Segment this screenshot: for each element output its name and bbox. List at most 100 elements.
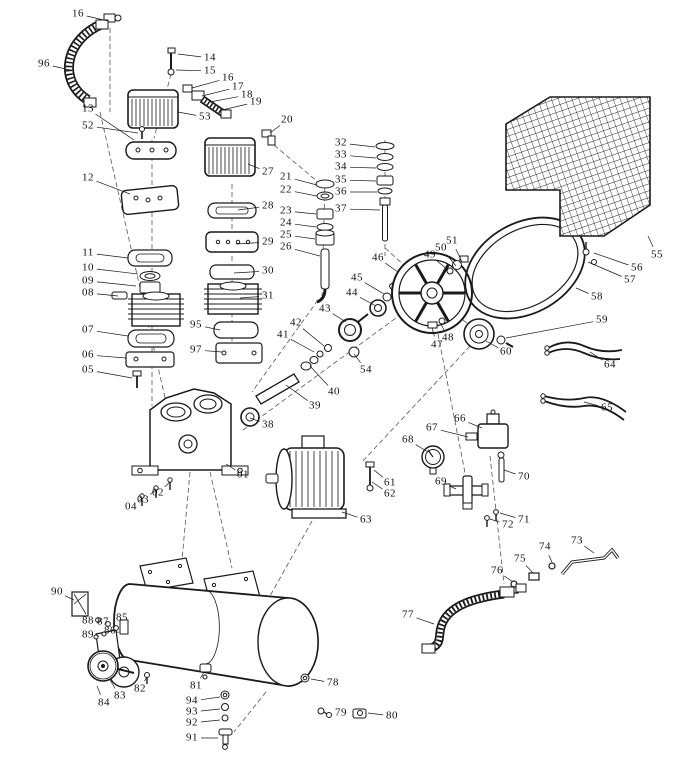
part-label-20: 20 bbox=[281, 113, 293, 126]
part-label-82: 82 bbox=[134, 682, 146, 695]
part-label-57: 57 bbox=[624, 273, 636, 286]
part-label-41: 41 bbox=[277, 328, 289, 341]
part-label-75: 75 bbox=[514, 552, 526, 565]
part-label-60: 60 bbox=[500, 345, 512, 358]
part-label-09: 09 bbox=[82, 274, 94, 287]
flywheel bbox=[391, 252, 473, 334]
part-label-28: 28 bbox=[262, 199, 274, 212]
part-label-76: 76 bbox=[491, 564, 503, 577]
part-label-29: 29 bbox=[262, 235, 274, 248]
part-label-42: 42 bbox=[290, 316, 302, 329]
part-label-45: 45 bbox=[351, 271, 363, 284]
part-label-12: 12 bbox=[82, 171, 94, 184]
part-label-94: 94 bbox=[186, 694, 198, 707]
part-label-22: 22 bbox=[280, 183, 292, 196]
part-label-24: 24 bbox=[280, 216, 292, 229]
part-label-37: 37 bbox=[335, 202, 347, 215]
part-label-05: 05 bbox=[82, 363, 94, 376]
part-label-54: 54 bbox=[360, 363, 372, 376]
part-label-40: 40 bbox=[328, 385, 340, 398]
electric-motor bbox=[265, 435, 375, 519]
part-label-53: 53 bbox=[199, 110, 211, 123]
part-label-23: 23 bbox=[280, 204, 292, 217]
air-filter-1 bbox=[127, 47, 179, 129]
part-label-18: 18 bbox=[241, 88, 253, 101]
part-label-13: 13 bbox=[82, 102, 94, 115]
part-label-72: 72 bbox=[502, 518, 514, 531]
part-label-34: 34 bbox=[335, 160, 347, 173]
part-label-03: 03 bbox=[137, 493, 149, 506]
part-label-92: 92 bbox=[186, 716, 198, 729]
part-label-52: 52 bbox=[82, 119, 94, 132]
part-label-78: 78 bbox=[327, 676, 339, 689]
part-label-71: 71 bbox=[518, 513, 530, 526]
part-label-31: 31 bbox=[262, 289, 274, 302]
part-label-15: 15 bbox=[204, 64, 216, 77]
part-label-65: 65 bbox=[601, 401, 613, 414]
part-label-51: 51 bbox=[446, 234, 458, 247]
bracket-hardware bbox=[71, 591, 129, 640]
cylinder-head-left-column bbox=[111, 126, 184, 388]
part-label-89: 89 bbox=[82, 628, 94, 641]
part-label-38: 38 bbox=[262, 418, 274, 431]
part-label-68: 68 bbox=[402, 433, 414, 446]
part-label-74: 74 bbox=[539, 540, 551, 553]
part-label-32: 32 bbox=[335, 136, 347, 149]
part-label-25: 25 bbox=[280, 228, 292, 241]
braided-hose-96 bbox=[64, 13, 122, 108]
crankshaft-assembly bbox=[240, 280, 404, 427]
part-label-80: 80 bbox=[386, 709, 398, 722]
part-label-62: 62 bbox=[384, 487, 396, 500]
part-label-79: 79 bbox=[335, 706, 347, 719]
part-label-56: 56 bbox=[631, 261, 643, 274]
air-filter-2 bbox=[204, 129, 276, 177]
part-label-17: 17 bbox=[232, 80, 244, 93]
motor-pulley bbox=[463, 318, 514, 350]
part-label-95: 95 bbox=[190, 318, 202, 331]
part-label-33: 33 bbox=[335, 148, 347, 161]
part-label-02: 02 bbox=[152, 486, 164, 499]
valve-stack-32-37 bbox=[375, 142, 395, 242]
part-label-55: 55 bbox=[651, 248, 663, 261]
part-label-48: 48 bbox=[442, 331, 454, 344]
part-label-16: 16 bbox=[72, 7, 84, 20]
part-label-14: 14 bbox=[204, 51, 216, 64]
belt-guard-mesh bbox=[505, 96, 651, 265]
part-label-91: 91 bbox=[186, 731, 198, 744]
part-label-67: 67 bbox=[426, 421, 438, 434]
part-label-27: 27 bbox=[262, 165, 274, 178]
part-label-58: 58 bbox=[591, 290, 603, 303]
part-label-01: 01 bbox=[237, 468, 249, 481]
part-label-39: 39 bbox=[309, 399, 321, 412]
part-label-35: 35 bbox=[335, 173, 347, 186]
part-label-08: 08 bbox=[82, 286, 94, 299]
part-label-07: 07 bbox=[82, 323, 94, 336]
part-label-61: 61 bbox=[384, 476, 396, 489]
crankcase bbox=[131, 388, 249, 476]
part-label-49: 49 bbox=[424, 248, 436, 261]
part-label-86: 86 bbox=[104, 624, 116, 637]
wiring-harness bbox=[540, 341, 627, 421]
part-label-87: 87 bbox=[97, 615, 109, 628]
part-label-59: 59 bbox=[596, 313, 608, 326]
part-label-77: 77 bbox=[402, 608, 414, 621]
part-label-16: 16 bbox=[222, 71, 234, 84]
cylinder-2-column bbox=[204, 202, 263, 364]
part-label-26: 26 bbox=[280, 240, 292, 253]
discharge-hose bbox=[421, 583, 527, 654]
part-label-44: 44 bbox=[346, 286, 358, 299]
part-label-83: 83 bbox=[114, 689, 126, 702]
part-label-90: 90 bbox=[51, 585, 63, 598]
part-label-96: 96 bbox=[38, 57, 50, 70]
part-label-64: 64 bbox=[604, 358, 616, 371]
part-label-36: 36 bbox=[335, 185, 347, 198]
part-label-63: 63 bbox=[360, 513, 372, 526]
part-label-85: 85 bbox=[116, 611, 128, 624]
part-label-69: 69 bbox=[435, 475, 447, 488]
part-label-73: 73 bbox=[571, 534, 583, 547]
part-label-30: 30 bbox=[262, 264, 274, 277]
part-label-50: 50 bbox=[435, 241, 447, 254]
part-label-46: 46 bbox=[372, 251, 384, 264]
